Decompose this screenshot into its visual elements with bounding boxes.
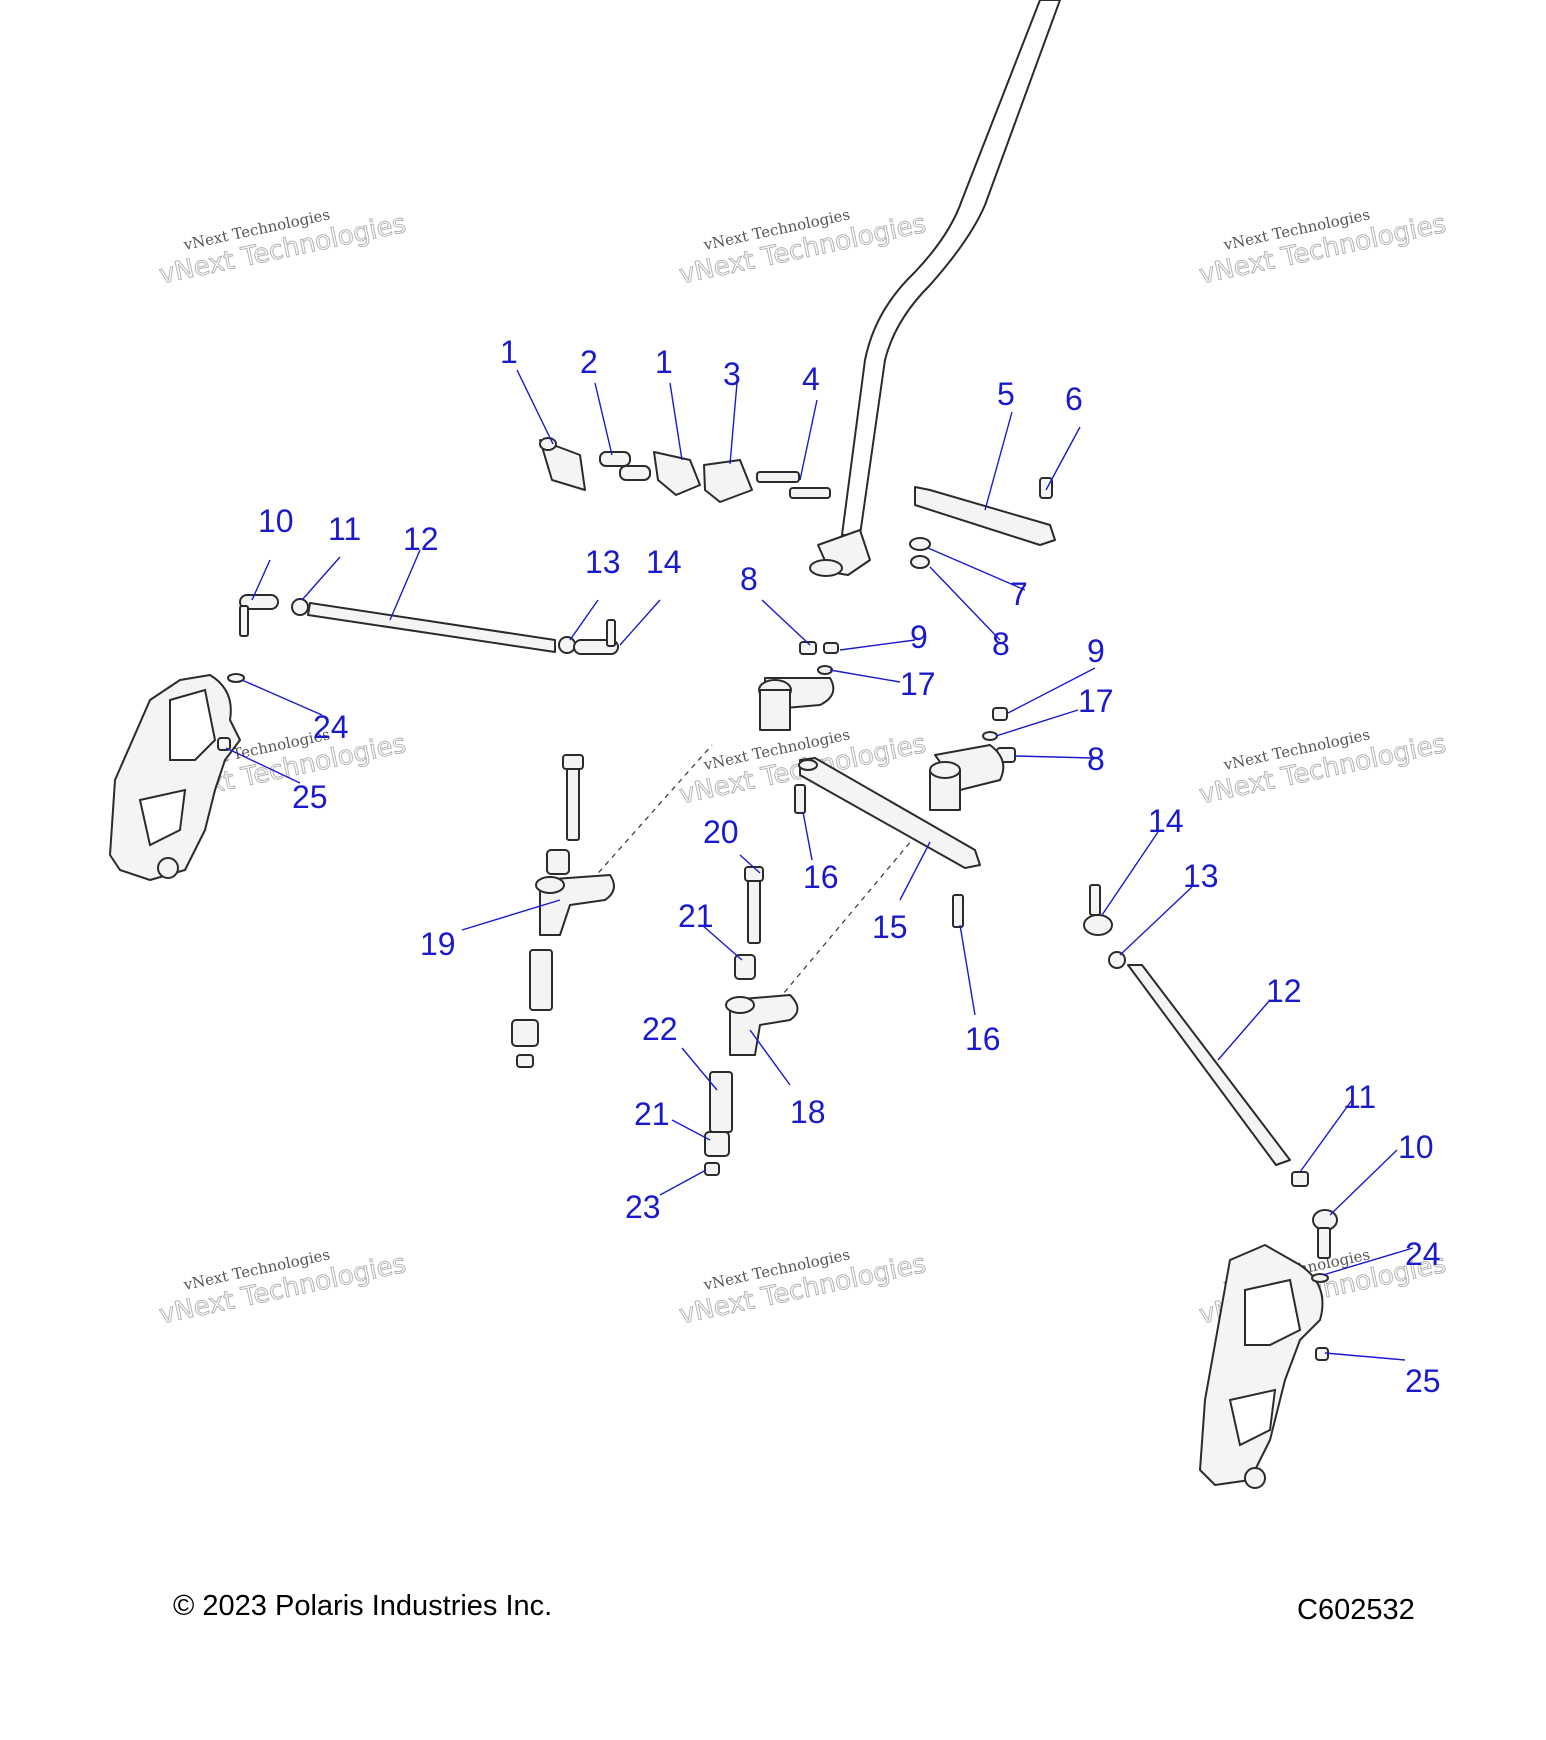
watermark-top-center: vNext Technologies vNext Technologies — [676, 205, 929, 291]
callout-15: 15 — [872, 909, 908, 945]
callout-16: 16 — [965, 1021, 1001, 1057]
steering-knuckle-left — [109, 673, 245, 881]
callout-22: 22 — [642, 1011, 678, 1047]
watermark-bottom-center: vNext Technologies vNext Technologies — [676, 1245, 929, 1331]
watermark-top-left: vNext Technologies vNext Technologies — [156, 205, 409, 291]
callout-6: 6 — [1065, 381, 1083, 417]
tie-rod-right — [1083, 884, 1338, 1259]
link-bar-5 — [909, 477, 1056, 569]
figure-id: C602532 — [1297, 1594, 1415, 1626]
pivot-assembly-19 — [511, 754, 615, 1068]
callout-13: 13 — [585, 544, 621, 580]
callout-9: 9 — [1087, 633, 1105, 669]
callout-11: 11 — [1343, 1079, 1376, 1115]
callout-3: 3 — [723, 356, 741, 392]
callout-25: 25 — [1405, 1363, 1441, 1399]
callout-21: 21 — [634, 1096, 670, 1132]
callout-19: 19 — [420, 926, 456, 962]
callout-12: 12 — [403, 521, 439, 557]
callout-8: 8 — [992, 626, 1010, 662]
callout-5: 5 — [997, 376, 1015, 412]
callout-17: 17 — [900, 666, 936, 702]
callout-14: 14 — [646, 544, 682, 580]
callout-labels: 1 2 1 3 4 5 6 7 8 10 11 12 13 14 8 9 17 … — [258, 334, 1441, 1399]
callout-25: 25 — [292, 779, 328, 815]
callout-20: 20 — [703, 814, 739, 850]
callout-1: 1 — [655, 344, 673, 380]
callout-24: 24 — [1405, 1236, 1441, 1272]
shift-lever-rod — [809, 0, 1062, 577]
pivot-bracket-upper-left — [758, 677, 835, 731]
watermark-mid-right: vNext Technologies vNext Technologies — [1196, 725, 1449, 811]
callout-10: 10 — [258, 503, 294, 539]
callout-21: 21 — [678, 898, 714, 934]
callout-17: 17 — [1078, 683, 1114, 719]
callout-11: 11 — [328, 511, 361, 547]
callout-18: 18 — [790, 1094, 826, 1130]
callout-14: 14 — [1148, 803, 1184, 839]
callout-16: 16 — [803, 859, 839, 895]
callout-12: 12 — [1266, 973, 1302, 1009]
alignment-lines — [591, 744, 913, 1001]
callout-7: 7 — [1010, 576, 1028, 612]
link-bar-15 — [794, 757, 981, 928]
callout-8: 8 — [740, 561, 758, 597]
callout-24: 24 — [313, 709, 349, 745]
callout-1: 1 — [500, 334, 518, 370]
leader-lines — [225, 369, 1414, 1361]
callout-8: 8 — [1087, 741, 1105, 777]
watermark-top-right: vNext Technologies vNext Technologies — [1196, 205, 1449, 291]
tie-rod-left — [239, 594, 619, 655]
callout-9: 9 — [910, 619, 928, 655]
linkage-parts-top — [539, 437, 831, 503]
watermark-bottom-left: vNext Technologies vNext Technologies — [156, 1245, 409, 1331]
pivot-assembly-18 — [704, 866, 799, 1176]
callout-23: 23 — [625, 1189, 661, 1225]
callout-10: 10 — [1398, 1129, 1434, 1165]
copyright-text: © 2023 Polaris Industries Inc. — [173, 1590, 553, 1622]
pivot-bracket-right — [929, 744, 1005, 811]
callout-4: 4 — [802, 361, 820, 397]
callout-13: 13 — [1183, 858, 1219, 894]
steering-knuckle-right — [1199, 1244, 1329, 1489]
callout-2: 2 — [580, 344, 598, 380]
